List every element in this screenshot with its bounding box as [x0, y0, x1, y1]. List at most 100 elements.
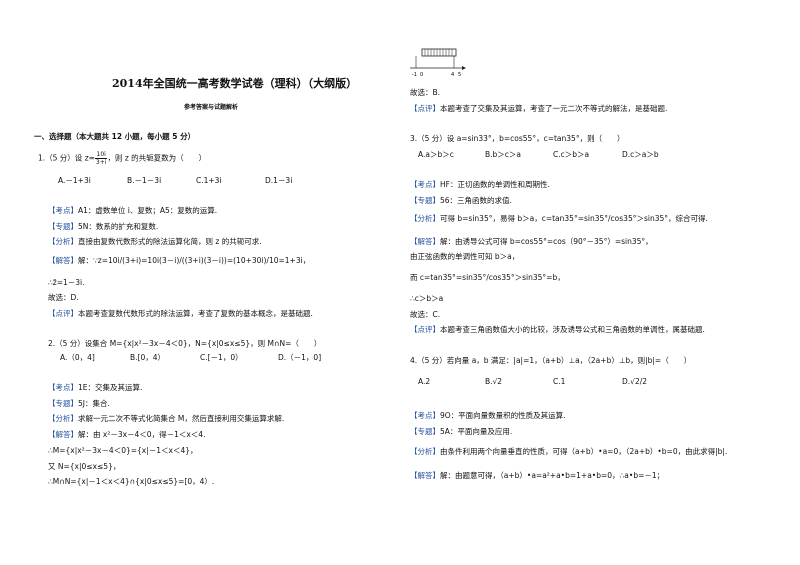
q2-jieda-tag: 【解答】 [48, 430, 78, 439]
q2-step1: ∴M={x|x²－3x－4＜0}={x|－1＜x＜4}， [48, 446, 198, 455]
q1-kaodian: 【考点】A1：虚数单位 i、复数；A5：复数的运算. [48, 206, 217, 216]
q3-jieda: 【解答】解：由诱导公式可得 b=cos55°=cos（90°－35°）=sin3… [410, 237, 653, 247]
q3-zhuanti-text: 56：三角函数的求值. [440, 196, 512, 205]
q4-option-a: A.2 [418, 377, 431, 386]
q4-jieda: 【解答】解：由题意可得，（a+b）•a=a²+a•b=1+a•b=0，∴a•b=… [410, 471, 664, 481]
q3-fenxi-tag: 【分析】 [410, 214, 440, 223]
q3-step2: 而 c=tan35°=sin35°/cos35°＞sin35°=b， [410, 273, 565, 282]
q2-step3: ∴M∩N={x|－1＜x＜4}∩{x|0≤x≤5}=[0，4）. [48, 477, 215, 486]
q1-option-b: B.－1－3i [127, 176, 162, 185]
q1-zhuanti: 【专题】5N：数系的扩充和复数. [48, 222, 158, 232]
q2-zhuanti: 【专题】5J：集合. [48, 399, 110, 409]
tick-label: 0 [420, 72, 423, 78]
q4-zhuanti-text: 5A：平面向量及应用. [440, 427, 513, 436]
q4-option-d: D.√2/2 [622, 377, 648, 386]
q4-zhuanti: 【专题】5A：平面向量及应用. [410, 427, 512, 437]
q2-dianping: 【点评】本题考查了交集及其运算，考查了一元二次不等式的解法，是基础题. [410, 104, 667, 114]
q3-jieda-text: 解：由诱导公式可得 b=cos55°=cos（90°－35°）=sin35°， [440, 237, 653, 246]
tick-label: 4 [451, 72, 454, 78]
q3-step1: 由正弦函数的单调性可知 b＞a， [410, 252, 520, 261]
q2-dianping-tag: 【点评】 [410, 104, 440, 113]
q2-zhuanti-tag: 【专题】 [48, 399, 78, 408]
q1-jieda-tag: 【解答】 [48, 256, 78, 265]
q1-kaodian-text: A1：虚数单位 i、复数；A5：复数的运算. [78, 206, 218, 215]
q4-kaodian: 【考点】9O：平面向量数量积的性质及其运算. [410, 411, 566, 421]
page-title: 2014年全国统一高考数学试卷（理科）（大纲版） [112, 77, 358, 90]
q3-kaodian-text: HF：正切函数的单调性和周期性. [440, 180, 550, 189]
q3-fenxi-text: 可得 b=sin35°，易得 b＞a，c=tan35°=sin35°/cos35… [440, 214, 708, 223]
q3-fenxi: 【分析】可得 b=sin35°，易得 b＞a，c=tan35°=sin35°/c… [410, 214, 708, 224]
q4-fenxi: 【分析】由条件利用两个向量垂直的性质，可得（a+b）•a=0，（2a+b）•b=… [410, 447, 727, 457]
q1-fenxi-text: 直接由复数代数形式的除法运算化简，则 z 的共轭可求. [78, 237, 262, 246]
q1-kaodian-tag: 【考点】 [48, 206, 78, 215]
q3-option-a: A.a＞b＞c [418, 150, 454, 159]
q3-dianping-text: 本题考查三角函数值大小的比较，涉及诱导公式和三角函数的单调性，属基础题. [440, 325, 705, 334]
q1-stem-tail: ，则 z 的共轭复数为（ ） [107, 153, 207, 163]
q3-jieda-tag: 【解答】 [410, 237, 440, 246]
q2-fenxi-text: 求解一元二次不等式化简集合 M，然后直接利用交集运算求解. [78, 414, 285, 423]
q2-option-a: A.（0，4] [60, 353, 95, 362]
q1-frac-num: 10i [94, 151, 108, 159]
q2-fenxi: 【分析】求解一元二次不等式化简集合 M，然后直接利用交集运算求解. [48, 414, 284, 424]
q1-fenxi: 【分析】直接由复数代数形式的除法运算化简，则 z 的共轭可求. [48, 237, 262, 247]
q2-jieda-text: 解：由 x²－3x－4＜0，得－1＜x＜4. [78, 430, 206, 439]
q2-jieda: 【解答】解：由 x²－3x－4＜0，得－1＜x＜4. [48, 430, 205, 440]
q1-dianping-text: 本题考查复数代数形式的除法运算，考查了复数的基本概念，是基础题. [78, 309, 313, 318]
interval-box [421, 48, 457, 57]
q2-step2: 又 N={x|0≤x≤5}， [48, 462, 121, 471]
q4-jieda-tag: 【解答】 [410, 471, 440, 480]
q1-choose: 故选：D. [48, 293, 79, 302]
q4-option-c: C.1 [553, 377, 566, 386]
q1-frac-den: 3+i [95, 159, 107, 166]
q1-fenxi-tag: 【分析】 [48, 237, 78, 246]
q1-conj: ∴z̄=1－3i. [48, 278, 85, 287]
q2-option-c: C.[－1，0） [200, 353, 243, 362]
q1-dianping: 【点评】本题考查复数代数形式的除法运算，考查了复数的基本概念，是基础题. [48, 309, 313, 319]
q1-option-a: A.－1+3i [58, 176, 91, 185]
q3-option-d: D.c＞a＞b [622, 150, 659, 159]
q3-stem: 3.（5 分）设 a=sin33°，b=cos55°，c=tan35°，则（ ） [410, 134, 625, 143]
q2-stem: 2.（5 分）设集合 M={x|x²－3x－4＜0}，N={x|0≤x≤5}，则… [48, 339, 322, 348]
q2-option-d: D.（－1，0] [278, 353, 322, 362]
q2-choose: 故选：B. [410, 88, 441, 97]
q1-jieda: 【解答】解：∵z=10i/(3+i)=10i(3－i)/((3+i)(3－i))… [48, 256, 310, 266]
q2-dianping-text: 本题考查了交集及其运算，考查了一元二次不等式的解法，是基础题. [440, 104, 668, 113]
q3-zhuanti: 【专题】56：三角函数的求值. [410, 196, 512, 206]
q2-zhuanti-text: 5J：集合. [78, 399, 110, 408]
q1-option-c: C.1+3i [196, 176, 222, 185]
q3-option-b: B.b＞c＞a [485, 150, 522, 159]
q4-kaodian-tag: 【考点】 [410, 411, 440, 420]
number-line-figure: -1 0 4 5 [410, 48, 466, 78]
q1-jieda-text: 解：∵z=10i/(3+i)=10i(3－i)/((3+i)(3－i))=(10… [78, 256, 311, 265]
q1-dianping-tag: 【点评】 [48, 309, 78, 318]
q2-fenxi-tag: 【分析】 [48, 414, 78, 423]
q3-kaodian-tag: 【考点】 [410, 180, 440, 189]
q1-option-d: D.1－3i [265, 176, 293, 185]
q2-option-b: B.[0，4） [130, 353, 165, 362]
q3-option-c: C.c＞b＞a [553, 150, 590, 159]
q1-stem-text: 1.（5 分）设 z= [38, 153, 95, 163]
q4-fenxi-text: 由条件利用两个向量垂直的性质，可得（a+b）•a=0，（2a+b）•b=0，由此… [440, 447, 728, 456]
q2-kaodian-text: 1E：交集及其运算. [78, 383, 143, 392]
q4-kaodian-text: 9O：平面向量数量积的性质及其运算. [440, 411, 566, 420]
q3-dianping-tag: 【点评】 [410, 325, 440, 334]
tick-label: -1 [412, 72, 417, 78]
q2-kaodian: 【考点】1E：交集及其运算. [48, 383, 142, 393]
q4-fenxi-tag: 【分析】 [410, 447, 440, 456]
q3-step3: ∴c＞b＞a [410, 294, 444, 303]
q1-zhuanti-text: 5N：数系的扩充和复数. [78, 222, 159, 231]
q1-zhuanti-tag: 【专题】 [48, 222, 78, 231]
q4-option-b: B.√2 [485, 377, 503, 386]
q4-jieda-text: 解：由题意可得，（a+b）•a=a²+a•b=1+a•b=0，∴a•b=－1； [440, 471, 665, 480]
q2-kaodian-tag: 【考点】 [48, 383, 78, 392]
q3-choose: 故选：C. [410, 310, 441, 319]
axis-arrow [462, 66, 466, 70]
q3-kaodian: 【考点】HF：正切函数的单调性和周期性. [410, 180, 550, 190]
q4-stem: 4.（5 分）若向量 a，b 满足：|a|=1，（a+b）⊥a，（2a+b）⊥b… [410, 356, 692, 365]
page-subtitle: 参考答案与试题解析 [184, 104, 239, 111]
q3-zhuanti-tag: 【专题】 [410, 196, 440, 205]
q3-dianping: 【点评】本题考查三角函数值大小的比较，涉及诱导公式和三角函数的单调性，属基础题. [410, 325, 705, 335]
tick-label: 5 [458, 72, 461, 78]
